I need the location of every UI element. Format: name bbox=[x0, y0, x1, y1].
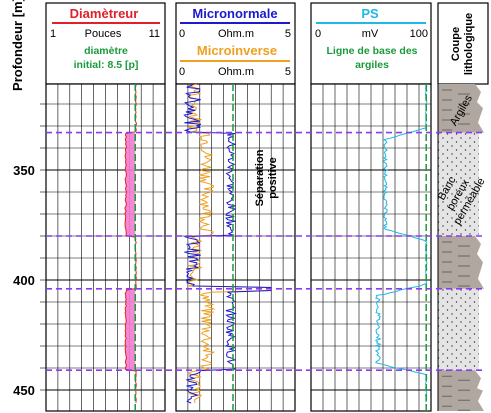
micronormale-title: Micronormale bbox=[192, 6, 277, 21]
lithology-shale-band bbox=[438, 84, 475, 133]
log-curves bbox=[124, 83, 428, 411]
microinverse-title: Microinverse bbox=[197, 43, 277, 58]
caliper-scale-max: 11 bbox=[149, 28, 160, 40]
caliper-scale-min: 1 bbox=[50, 28, 56, 40]
microinverse-max: 5 bbox=[285, 66, 291, 78]
bed-boundaries bbox=[46, 131, 482, 372]
depth-header: Profondeur [m] bbox=[10, 0, 25, 91]
lithology-column bbox=[437, 84, 484, 411]
micronormale-unit: Ohm.m bbox=[218, 28, 254, 40]
depth-label: 350 bbox=[13, 163, 35, 178]
sp-curve bbox=[374, 84, 428, 403]
micronormale-curve bbox=[183, 83, 272, 404]
lithology-sand-band bbox=[438, 132, 479, 236]
mudcake-fill bbox=[125, 288, 136, 371]
caliper-scale-unit: Pouces bbox=[85, 28, 122, 40]
lithology-sand-band bbox=[438, 288, 479, 371]
sp-title: PS bbox=[361, 6, 379, 21]
lithology-shale-edge bbox=[475, 84, 484, 133]
separation-annotation: Séparationpositive bbox=[254, 149, 279, 206]
depth-axis: 350 400 450 bbox=[13, 163, 35, 398]
micronormale-min: 0 bbox=[179, 28, 185, 40]
mudcake-fill bbox=[125, 132, 136, 236]
microinverse-unit: Ohm.m bbox=[218, 66, 254, 78]
sp-scale-max: 100 bbox=[410, 28, 428, 40]
depth-label: 400 bbox=[13, 273, 35, 288]
lithology-title: Coupelithologique bbox=[450, 13, 475, 75]
micronormale-max: 5 bbox=[285, 28, 291, 40]
lithology-shale-edge bbox=[475, 236, 484, 289]
sp-scale-unit: mV bbox=[362, 28, 379, 40]
microinverse-min: 0 bbox=[179, 66, 185, 78]
depth-label: 450 bbox=[13, 383, 35, 398]
caliper-title: Diamètreur bbox=[70, 6, 139, 21]
sp-scale-min: 0 bbox=[315, 28, 321, 40]
lithology-shale-edge bbox=[475, 370, 484, 411]
caliper-curve bbox=[124, 84, 137, 403]
